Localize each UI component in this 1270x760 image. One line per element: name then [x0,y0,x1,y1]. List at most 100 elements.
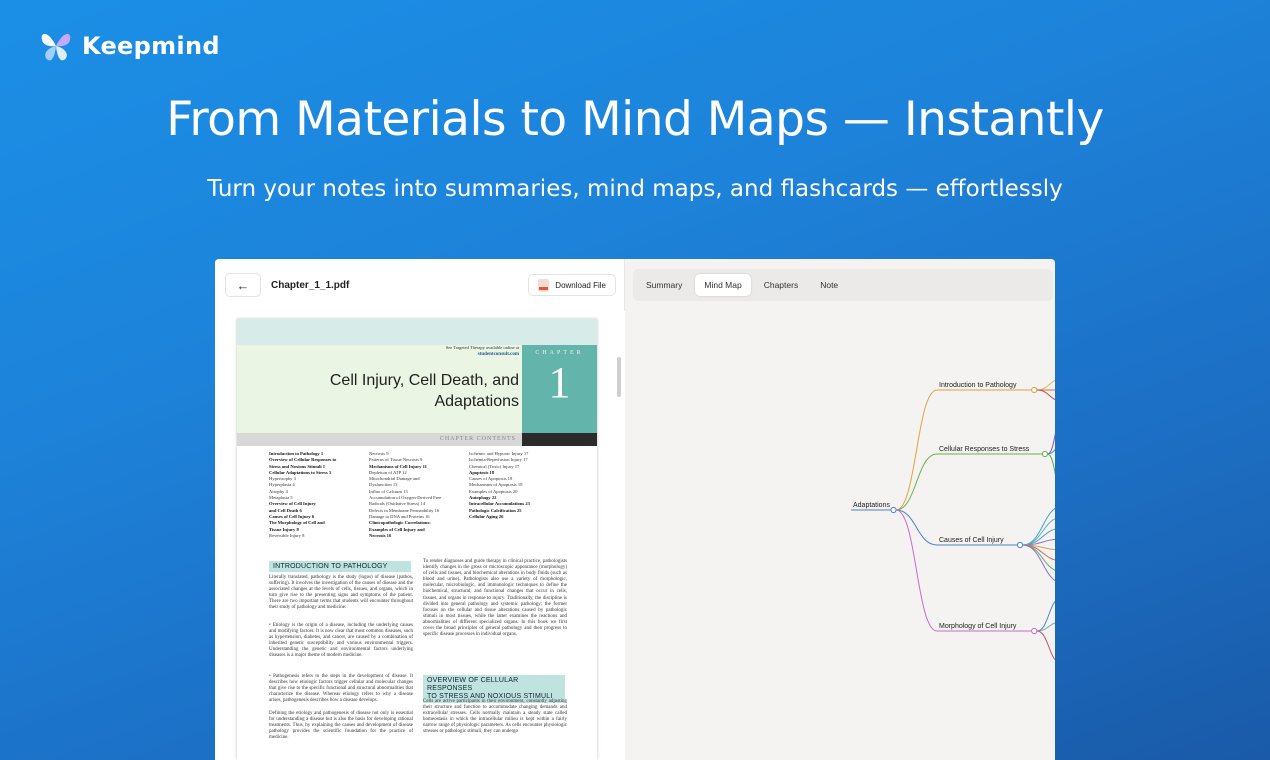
child-connector [1036,380,1055,391]
pdf-viewer-pane: ← Chapter_1_1.pdf Download File See Targ… [215,259,625,760]
toc-entry: Mechanisms of Apoptosis 19 [469,482,523,488]
toc-entry: Mechanisms of Cell Injury 11 [369,463,427,469]
pdf-file-icon [538,278,550,292]
toc-entry: Depletion of ATP 12 [369,469,407,475]
toc-entry: Influx of Calcium 13 [369,488,408,494]
mind-map-branch[interactable]: Introduction to Pathology [939,382,1017,389]
toc-entry: Clinicopathologic Correlations: [369,520,431,526]
child-connector [1047,433,1055,455]
chapter-word: CHAPTER [535,350,584,356]
toc-entry: Metaplasia 5 [269,495,293,501]
node-collapse-toggle[interactable] [1041,450,1048,458]
child-connector [1036,622,1055,632]
mindmap-pane: Summary Mind Map Chapters Note Adaptatio… [625,259,1055,760]
viewer-toolbar: ← Chapter_1_1.pdf Download File [215,259,624,311]
toc-entry: Necrosis 16 [369,532,392,538]
toc-entry: and Cell Death 6 [269,507,302,513]
branch-connector [896,453,938,511]
toc-entry: Radicals (Oxidative Stress) 14 [369,501,426,507]
node-collapse-toggle[interactable] [1031,386,1038,394]
hero-subtitle: Turn your notes into summaries, mind map… [207,176,1063,202]
mind-map-branch[interactable]: Cellular Responses to Stress [939,446,1030,453]
mind-map-branch[interactable]: Morphology of Cell Injury [939,623,1017,630]
chapter-title: Cell Injury, Cell Death, and Adaptations [329,372,519,410]
toc-entry: Ischemia-Reperfusion Injury 17 [469,457,528,463]
toc-entry: Chemical (Toxic) Injury 17 [469,463,520,469]
toc-entry: Mitochondrial Damage and [369,476,420,482]
toc-entry: Introduction to Pathology 1 [269,451,324,456]
toc-entry: Necrosis 9 [369,451,389,456]
hero-title: From Materials to Mind Maps — Instantly [166,92,1104,147]
child-connector [1036,600,1055,632]
brand-logo[interactable]: Keepmind [38,26,220,66]
tab-note[interactable]: Note [820,280,839,290]
node-collapse-toggle[interactable] [1031,627,1038,635]
node-collapse-toggle[interactable] [1016,541,1024,549]
toc-entry: Ischemic and Hypoxic Injury 17 [469,451,529,456]
toc-entry: Examples of Cell Injury and [369,526,425,532]
pathogenesis-bullet: • Pathogenesis refers to the steps in th… [269,674,413,704]
toc-entry: Tissue Injury 8 [269,526,299,532]
arrow-left-icon: ← [236,277,250,293]
brand-name: Keepmind [82,32,220,60]
branch-connector [896,509,938,546]
toc-entry: Overview of Cellular Responses to [269,457,337,463]
file-name: Chapter_1_1.pdf [271,279,350,291]
toc-entry: Causes of Apoptosis 18 [469,476,513,482]
toc-entry: Hyperplasia 4 [269,482,295,488]
tab-chapters[interactable]: Chapters [763,280,799,290]
child-connector [1036,389,1055,400]
toc-entry: Examples of Apoptosis 20 [469,488,518,494]
intro-paragraph: Literally translated, pathology is the s… [269,575,413,611]
intro-heading: INTRODUCTION TO PATHOLOGY [269,561,411,572]
overview-paragraph: Cells are active participants in their e… [423,699,567,735]
download-file-label: Download File [555,280,606,290]
toc-entry: Accumulation of Oxygen-Derived Free [369,495,442,501]
download-file-button[interactable]: Download File [528,274,616,296]
toc-entry: Cellular Aging 26 [469,513,504,519]
diagnosis-paragraph: To render diagnoses and guide therapy in… [423,559,567,638]
toc-entry: Cellular Adaptations to Stress 3 [269,469,332,475]
butterfly-logo-icon [41,33,71,61]
node-collapse-toggle[interactable] [890,506,897,514]
mind-map-branch[interactable]: Causes of Cell Injury [939,537,1004,544]
toc-entry: Damage to DNA and Proteins 16 [369,513,430,519]
see-online-note: See Targeted Therapy available online at… [445,345,519,357]
toc-entry: Defects in Membrane Permeability 16 [369,507,440,513]
toc-entry: Reversible Injury 8 [269,532,305,538]
toc-entry: The Morphology of Cell and [269,520,325,526]
app-window: ← Chapter_1_1.pdf Download File See Targ… [215,259,1055,760]
defining-paragraph: Defining the etiology and pathogenesis o… [269,711,413,741]
toc-entry: Atrophy 4 [269,488,288,494]
mind-map-root[interactable]: Adaptations [853,502,890,509]
toc-entry: Hypertrophy 3 [269,476,296,482]
toc-entry: Causes of Cell Injury 6 [269,513,315,519]
tab-summary[interactable]: Summary [646,280,683,290]
etiology-bullet: • Etiology is the origin of a disease, i… [269,623,413,659]
toc-entry: Patterns of Tissue Necrosis 9 [369,457,423,463]
toc-entry: Pathologic Calcification 25 [469,507,522,513]
viewer-scrollbar[interactable] [617,357,621,397]
toc-entry: Autophagy 22 [469,495,497,501]
pdf-page: See Targeted Therapy available online at… [237,319,597,760]
toc-entry: Stress and Noxious Stimuli 1 [269,463,326,469]
child-connector [1047,449,1055,455]
toc-entry: Overview of Cell Injury [269,501,316,507]
tab-mind-map[interactable]: Mind Map [695,274,751,296]
view-tabs: Summary Mind Map Chapters Note [633,269,1053,301]
chapter-number: 1 [548,358,571,407]
toc-entry: Dysfunction 13 [369,482,398,488]
branch-connector [895,509,938,632]
branch-connector [895,389,938,511]
overview-heading: OVERVIEW OF CELLULAR RESPONSES TO STRESS… [423,675,565,703]
toc-entry: Intracellular Accumulations 23 [469,501,530,507]
child-connector [1047,453,1055,475]
child-connector [1036,630,1055,661]
child-connector [1022,544,1055,581]
pdf-canvas[interactable]: See Targeted Therapy available online at… [215,311,625,760]
back-button[interactable]: ← [225,273,261,297]
